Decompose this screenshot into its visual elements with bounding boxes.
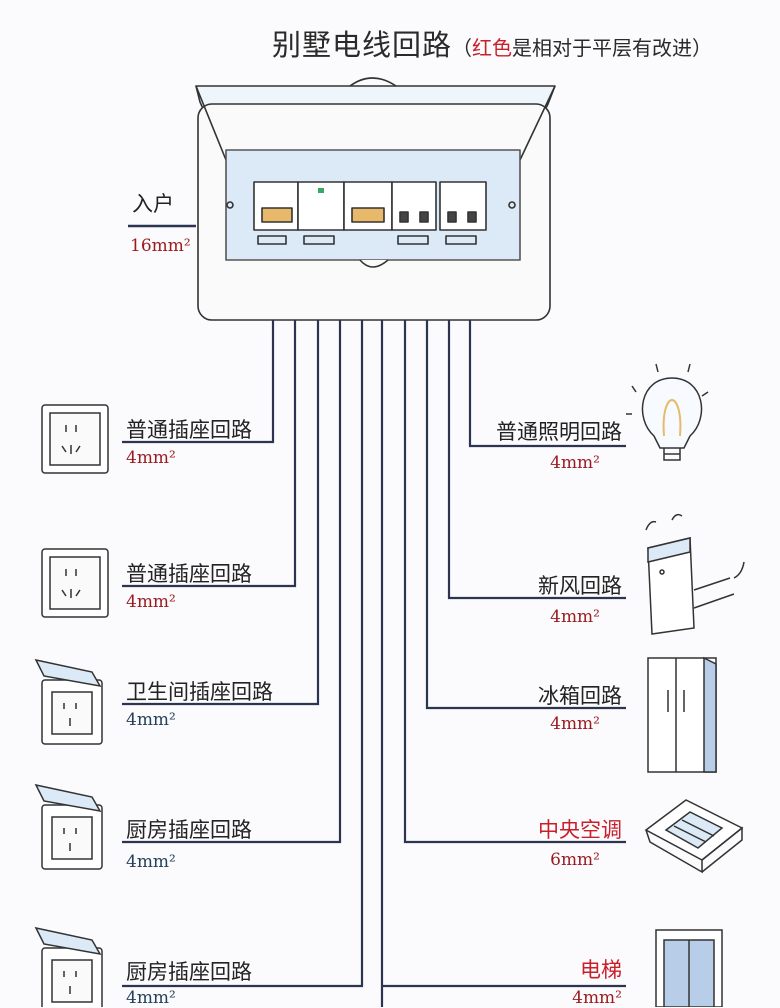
wire-right-4 xyxy=(403,320,626,844)
title-note-red: 红色 xyxy=(472,36,513,60)
left-circuit-label-2: 普通插座回路 xyxy=(126,562,252,586)
left-circuit-label-4: 厨房插座回路 xyxy=(126,818,252,842)
right-circuit-label-5: 电梯 xyxy=(580,958,622,982)
right-circuit-size-3: 4mm² xyxy=(550,714,600,734)
right-circuit-size-4: 6mm² xyxy=(550,850,600,870)
left-circuit-label-5: 厨房插座回路 xyxy=(126,960,252,984)
wire-left-5 xyxy=(122,320,364,988)
left-circuit-label-1: 普通插座回路 xyxy=(126,418,252,442)
elevator-icon xyxy=(655,929,723,1007)
left-circuit-size-2: 4mm² xyxy=(126,592,176,612)
incoming-label: 入户 xyxy=(132,192,174,216)
incoming-size: 16mm² xyxy=(130,236,191,256)
right-circuit-label-2: 新风回路 xyxy=(538,574,622,598)
page-title: 别墅电线回路（红色是相对于平层有改进） xyxy=(272,22,712,64)
left-circuit-size-5: 4mm² xyxy=(126,988,176,1008)
right-circuit-size-5: 4mm² xyxy=(572,988,622,1008)
wire-right-1 xyxy=(468,320,626,448)
wire-left-2 xyxy=(122,320,297,588)
splashproof-socket-icon xyxy=(34,926,103,1007)
socket-icon xyxy=(41,404,109,474)
wire-left-1 xyxy=(122,320,275,444)
wire-left-4 xyxy=(122,320,342,844)
splashproof-socket-icon xyxy=(34,783,103,870)
left-circuit-size-1: 4mm² xyxy=(126,448,176,468)
left-circuit-size-4: 4mm² xyxy=(126,852,176,872)
title-note: （红色是相对于平层有改进） xyxy=(452,36,712,60)
wire-right-3 xyxy=(425,320,626,710)
light-bulb-icon xyxy=(626,363,709,461)
left-wire-bundle xyxy=(122,320,364,988)
refrigerator-icon xyxy=(647,656,717,773)
right-circuit-label-1: 普通照明回路 xyxy=(496,420,622,444)
right-circuit-label-4: 中央空调 xyxy=(538,818,622,842)
distribution-box-icon xyxy=(195,77,556,321)
title-main: 别墅电线回路 xyxy=(272,28,453,62)
fresh-air-unit-icon xyxy=(645,513,745,635)
wire-left-3 xyxy=(122,320,320,706)
left-circuit-size-3: 4mm² xyxy=(126,710,176,730)
right-circuit-size-2: 4mm² xyxy=(550,607,600,627)
splashproof-socket-icon xyxy=(34,658,103,745)
wire-right-2 xyxy=(447,320,626,600)
right-wire-bundle xyxy=(380,320,626,1007)
left-circuit-label-3: 卫生间插座回路 xyxy=(126,680,273,704)
right-circuit-size-1: 4mm² xyxy=(550,453,600,473)
socket-icon xyxy=(41,548,109,618)
title-note-open: （ xyxy=(452,36,473,60)
ceiling-air-conditioner-icon xyxy=(644,799,744,874)
title-note-rest: 是相对于平层有改进） xyxy=(512,36,713,60)
right-circuit-label-3: 冰箱回路 xyxy=(538,684,622,708)
